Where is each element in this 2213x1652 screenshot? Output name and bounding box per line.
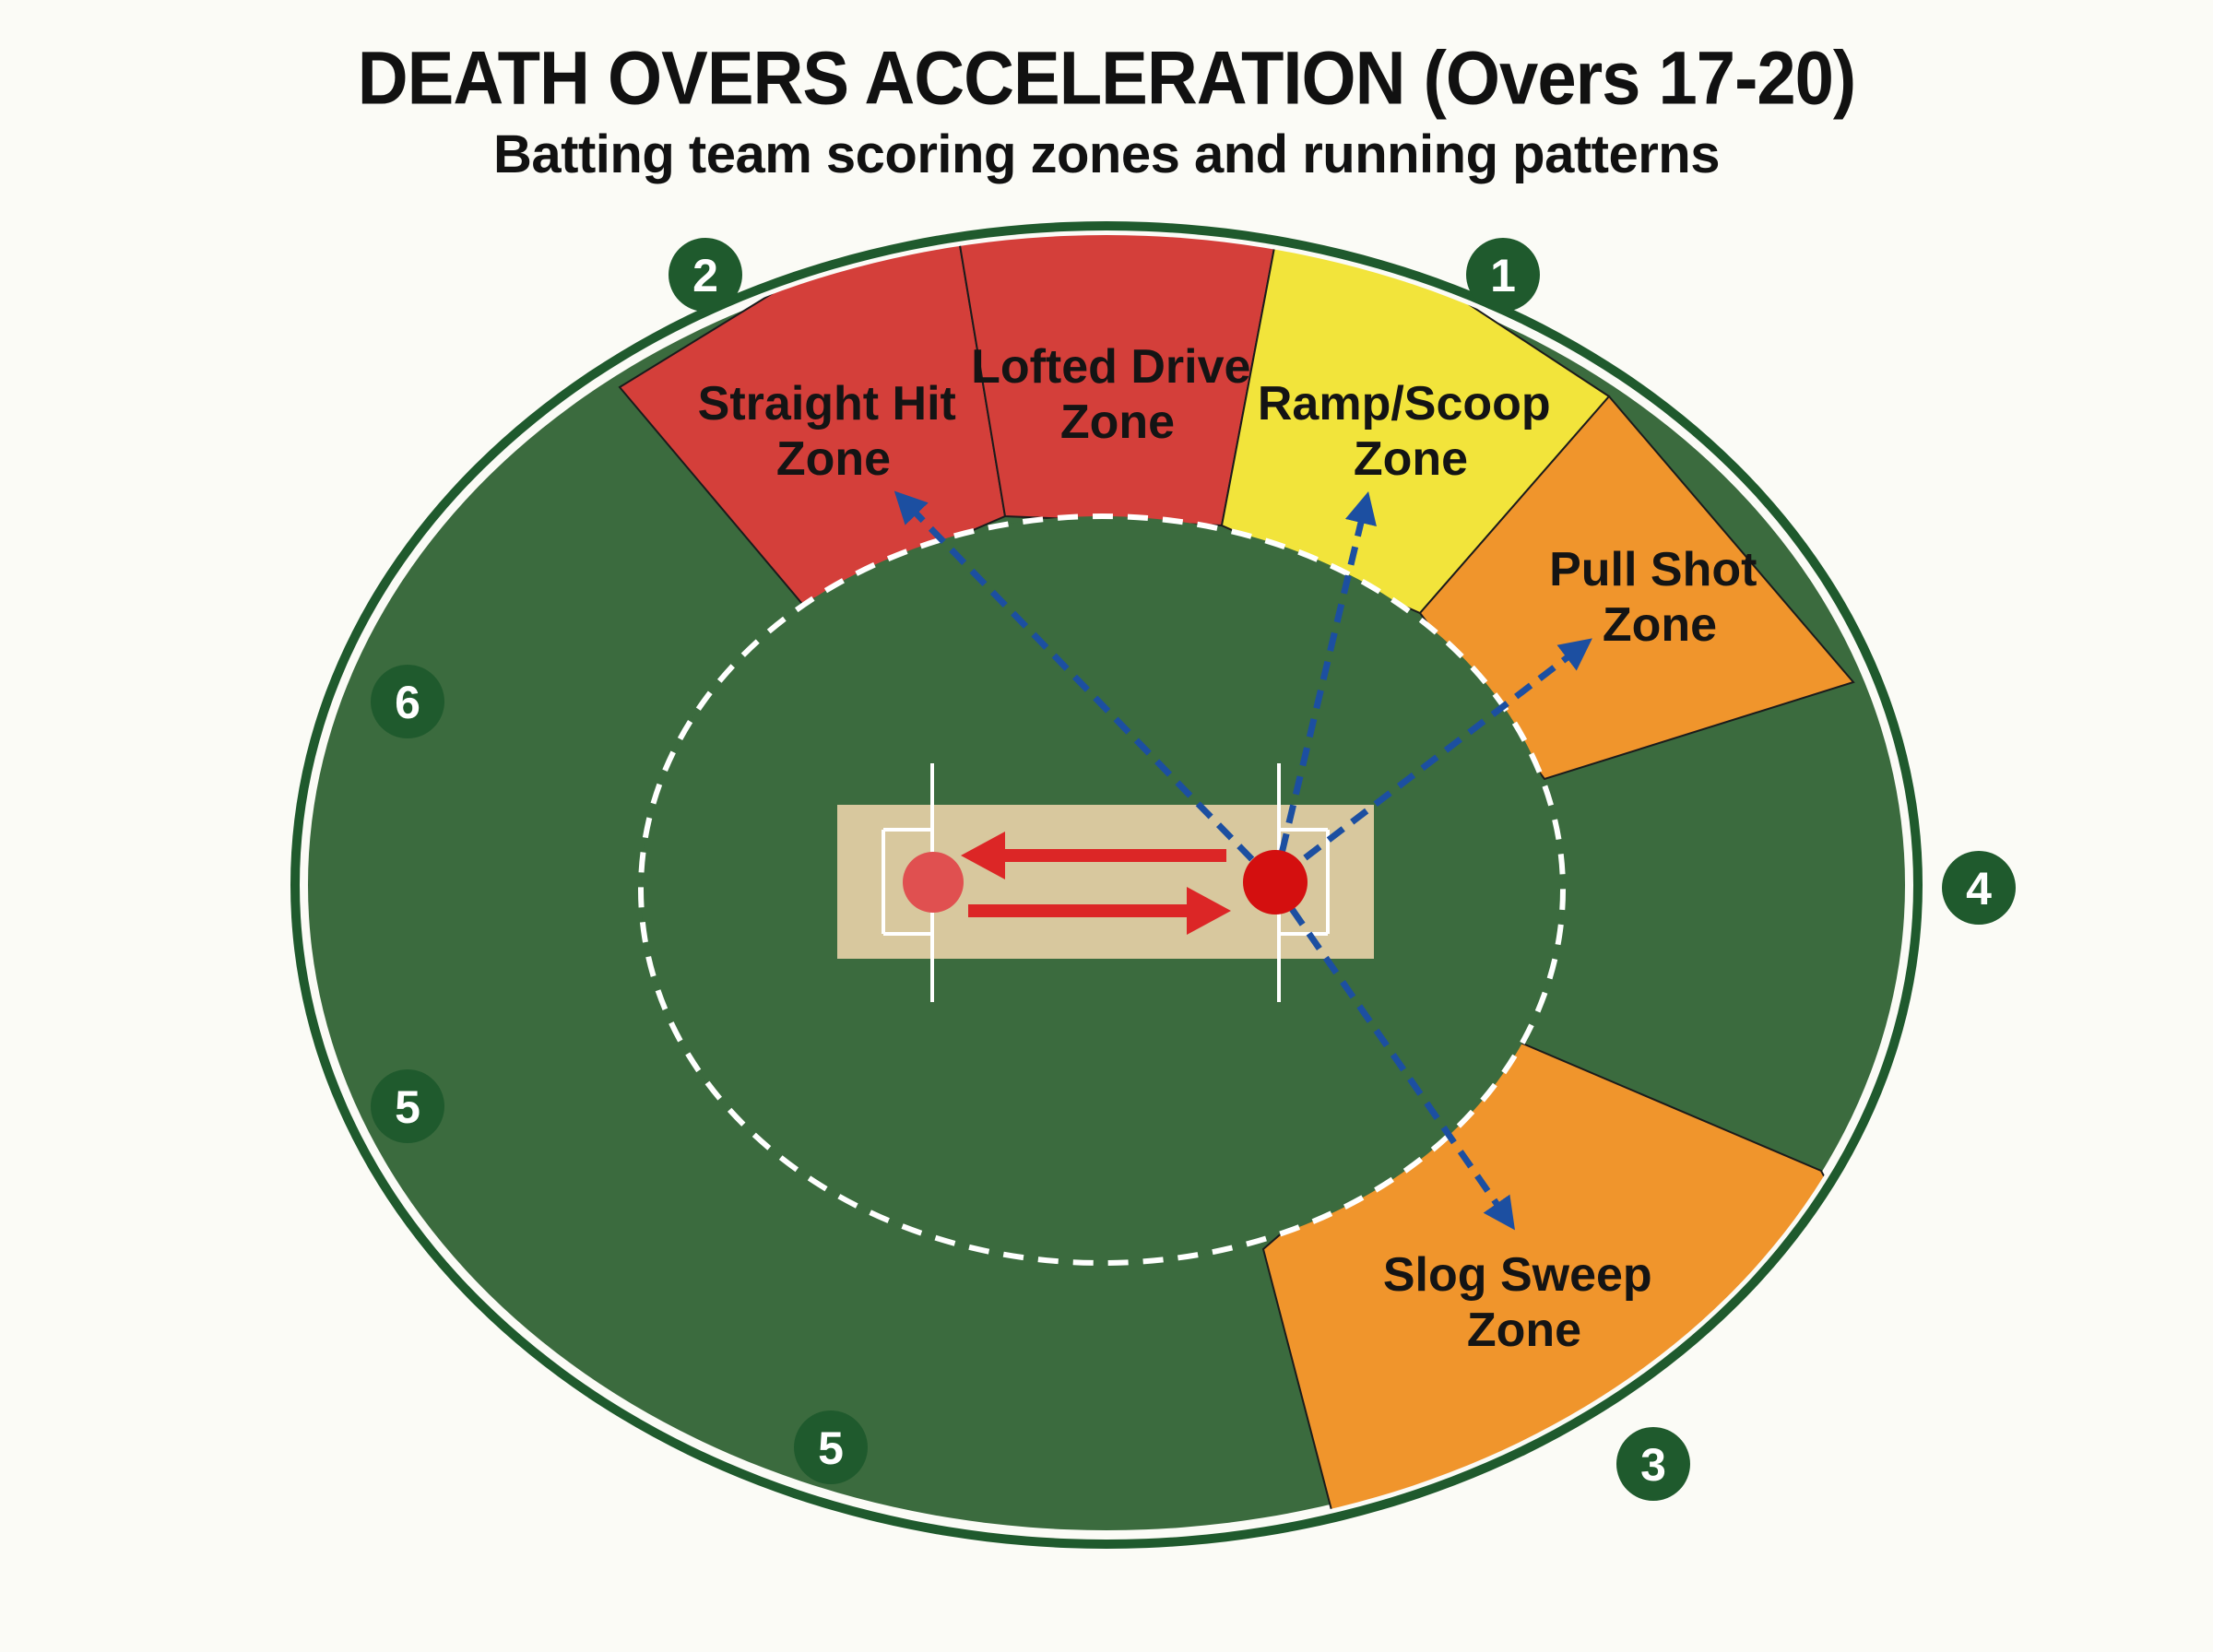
thirty-yard-circle	[638, 513, 1566, 1266]
shot-arrow-ramp-scoop	[1272, 490, 1377, 881]
position-marker-2-label: 2	[692, 250, 718, 301]
position-marker-3: 3	[1616, 1427, 1690, 1501]
position-marker-5a-label: 5	[395, 1081, 420, 1133]
straight-hit-zone-label-line2: Zone	[776, 432, 891, 486]
ramp-scoop-zone-label-line1: Ramp/Scoop	[1258, 377, 1551, 431]
lofted-drive-zone-label-line2: Zone	[1060, 395, 1175, 449]
straight-hit-zone-label: Straight Hit Zone	[698, 377, 970, 486]
position-marker-1-label: 1	[1490, 250, 1516, 301]
running-arrow-forward	[968, 887, 1231, 935]
striker-batsman	[1243, 850, 1308, 914]
position-marker-2: 2	[669, 238, 742, 312]
page-subtitle: Batting team scoring zones and running p…	[493, 124, 1720, 184]
ramp-scoop-zone-label: Ramp/Scoop Zone	[1258, 377, 1564, 486]
ramp-scoop-zone-label-line2: Zone	[1354, 432, 1468, 486]
running-arrow-return	[961, 832, 1226, 879]
position-marker-5a: 5	[371, 1069, 444, 1143]
position-marker-5b: 5	[794, 1410, 868, 1484]
pull-shot-zone-label-line1: Pull Shot	[1549, 543, 1757, 596]
straight-hit-zone-label-line1: Straight Hit	[698, 377, 956, 431]
shot-arrow-slog-sweep	[1272, 883, 1515, 1231]
page-title: DEATH OVERS ACCELERATION (Overs 17-20)	[357, 36, 1856, 121]
position-marker-5b-label: 5	[818, 1422, 844, 1474]
pull-shot-zone-label: Pull Shot Zone	[1549, 543, 1770, 652]
position-marker-6: 6	[371, 665, 444, 738]
non-striker-batsman	[903, 852, 964, 913]
position-marker-3-label: 3	[1640, 1439, 1666, 1491]
lofted-drive-zone-label: Lofted Drive Zone	[971, 340, 1264, 449]
slog-sweep-zone-label-line2: Zone	[1467, 1304, 1581, 1357]
slog-sweep-zone-label: Slog Sweep Zone	[1383, 1248, 1665, 1357]
position-marker-6-label: 6	[395, 677, 420, 728]
position-marker-1: 1	[1466, 238, 1540, 312]
position-marker-4: 4	[1942, 851, 2016, 925]
shot-arrow-pull-shot	[1279, 638, 1592, 879]
lofted-drive-zone-label-line1: Lofted Drive	[971, 340, 1250, 394]
pull-shot-zone-label-line2: Zone	[1603, 598, 1717, 652]
slog-sweep-zone-label-line1: Slog Sweep	[1383, 1248, 1652, 1302]
position-marker-4-label: 4	[1966, 863, 1992, 914]
